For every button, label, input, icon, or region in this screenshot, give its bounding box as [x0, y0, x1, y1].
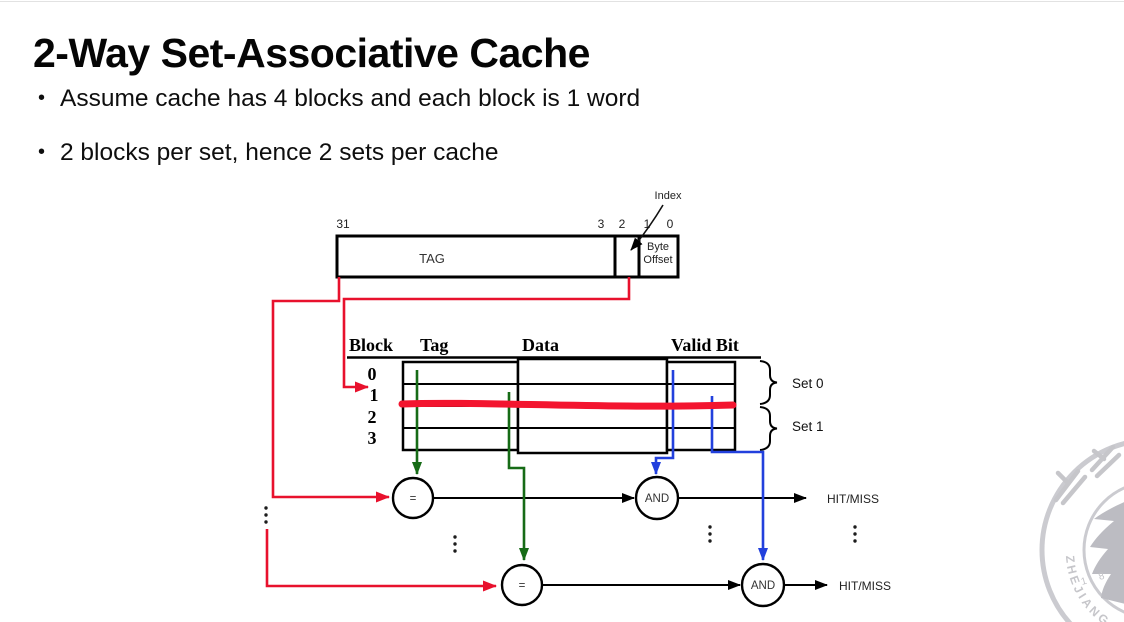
block-number-1: 1: [370, 385, 379, 405]
index-label: Index: [655, 190, 682, 202]
university-watermark-logo: ZHEJIANG U 1 8: [1039, 441, 1124, 622]
bullet-item-1: • Assume cache has 4 blocks and each bloc…: [38, 85, 640, 113]
set1-label: Set 1: [792, 419, 824, 434]
bit-label-3: 3: [598, 217, 605, 231]
red-routing-lines: [265, 277, 631, 592]
bullet-glyph: •: [38, 141, 46, 163]
bullet-item-2: • 2 blocks per set, hence 2 sets per cach…: [38, 139, 499, 167]
byte-offset-label-line1: Byte: [647, 241, 669, 253]
set-boundary-highlight-marker: [398, 399, 737, 410]
tag-line-set1: [507, 392, 529, 561]
bullet-glyph: •: [38, 87, 46, 109]
tag-field-box: [335, 234, 617, 279]
and2-gate-circle: [740, 562, 786, 608]
logic-wiring: [434, 493, 828, 590]
index-field-box: [613, 234, 641, 279]
watermark-eagle-icon: [1090, 502, 1124, 604]
comparator1-circle: [391, 476, 435, 520]
header-block: Block: [349, 335, 393, 355]
slide-top-edge: [0, 1, 1124, 2]
bullet-text-1: Assume cache has 4 blocks and each block…: [60, 85, 641, 112]
byte-offset-label-line2: Offset: [643, 254, 672, 266]
and1-gate-circle: [634, 475, 680, 521]
and1-gate-label: AND: [645, 493, 669, 505]
set0-brace: [759, 360, 778, 405]
address-field: 31 3 2 1 0 TAG Byte Offset Index: [335, 190, 682, 279]
block-number-0: 0: [368, 364, 377, 384]
comparator2-label: =: [519, 580, 526, 592]
bullet-text-2: 2 blocks per set, hence 2 sets per cache: [60, 139, 499, 166]
bit-label-0: 0: [667, 217, 674, 231]
bit-label-2: 2: [619, 217, 626, 231]
valid-line-set1: [710, 396, 768, 561]
valid-bit-lines: [651, 370, 768, 561]
page-title: 2-Way Set-Associative Cache: [33, 30, 590, 77]
tag-compare-lines: [412, 370, 529, 561]
ellipsis-dots: [264, 506, 857, 553]
and2-gate-label: AND: [751, 580, 775, 592]
cache-table: Block Tag Data Valid Bit 0 1 2 3 Set 0 S…: [347, 335, 824, 455]
tag-to-comparator1-path: [271, 277, 390, 503]
valid-line-set0: [651, 370, 675, 475]
watermark-inner-ring: [1082, 486, 1124, 614]
watermark-outer-ring: [1039, 441, 1124, 622]
set0-label: Set 0: [792, 376, 824, 391]
comparator2-circle: [500, 563, 544, 607]
block-number-3: 3: [368, 428, 377, 448]
index-pointer-arrow: [630, 204, 664, 251]
header-tag: Tag: [420, 335, 448, 355]
tag-field-label: TAG: [419, 251, 445, 266]
comparator1-label: =: [410, 493, 417, 505]
hit-miss-label-set1: HIT/MISS: [839, 579, 891, 593]
header-data: Data: [522, 335, 559, 355]
tag-to-comparator2-path: [265, 529, 497, 592]
logic-gates: = = AND AND: [391, 475, 786, 608]
block-number-2: 2: [368, 407, 377, 427]
index-to-set-path: [342, 277, 631, 393]
watermark-calligraphy: [1053, 444, 1122, 506]
hit-miss-label-set0: HIT/MISS: [827, 492, 879, 506]
set1-brace: [759, 406, 778, 451]
byte-offset-box: [637, 234, 680, 279]
bit-label-31: 31: [336, 217, 350, 231]
header-valid-bit: Valid Bit: [671, 335, 739, 355]
bit-label-1: 1: [644, 217, 651, 231]
